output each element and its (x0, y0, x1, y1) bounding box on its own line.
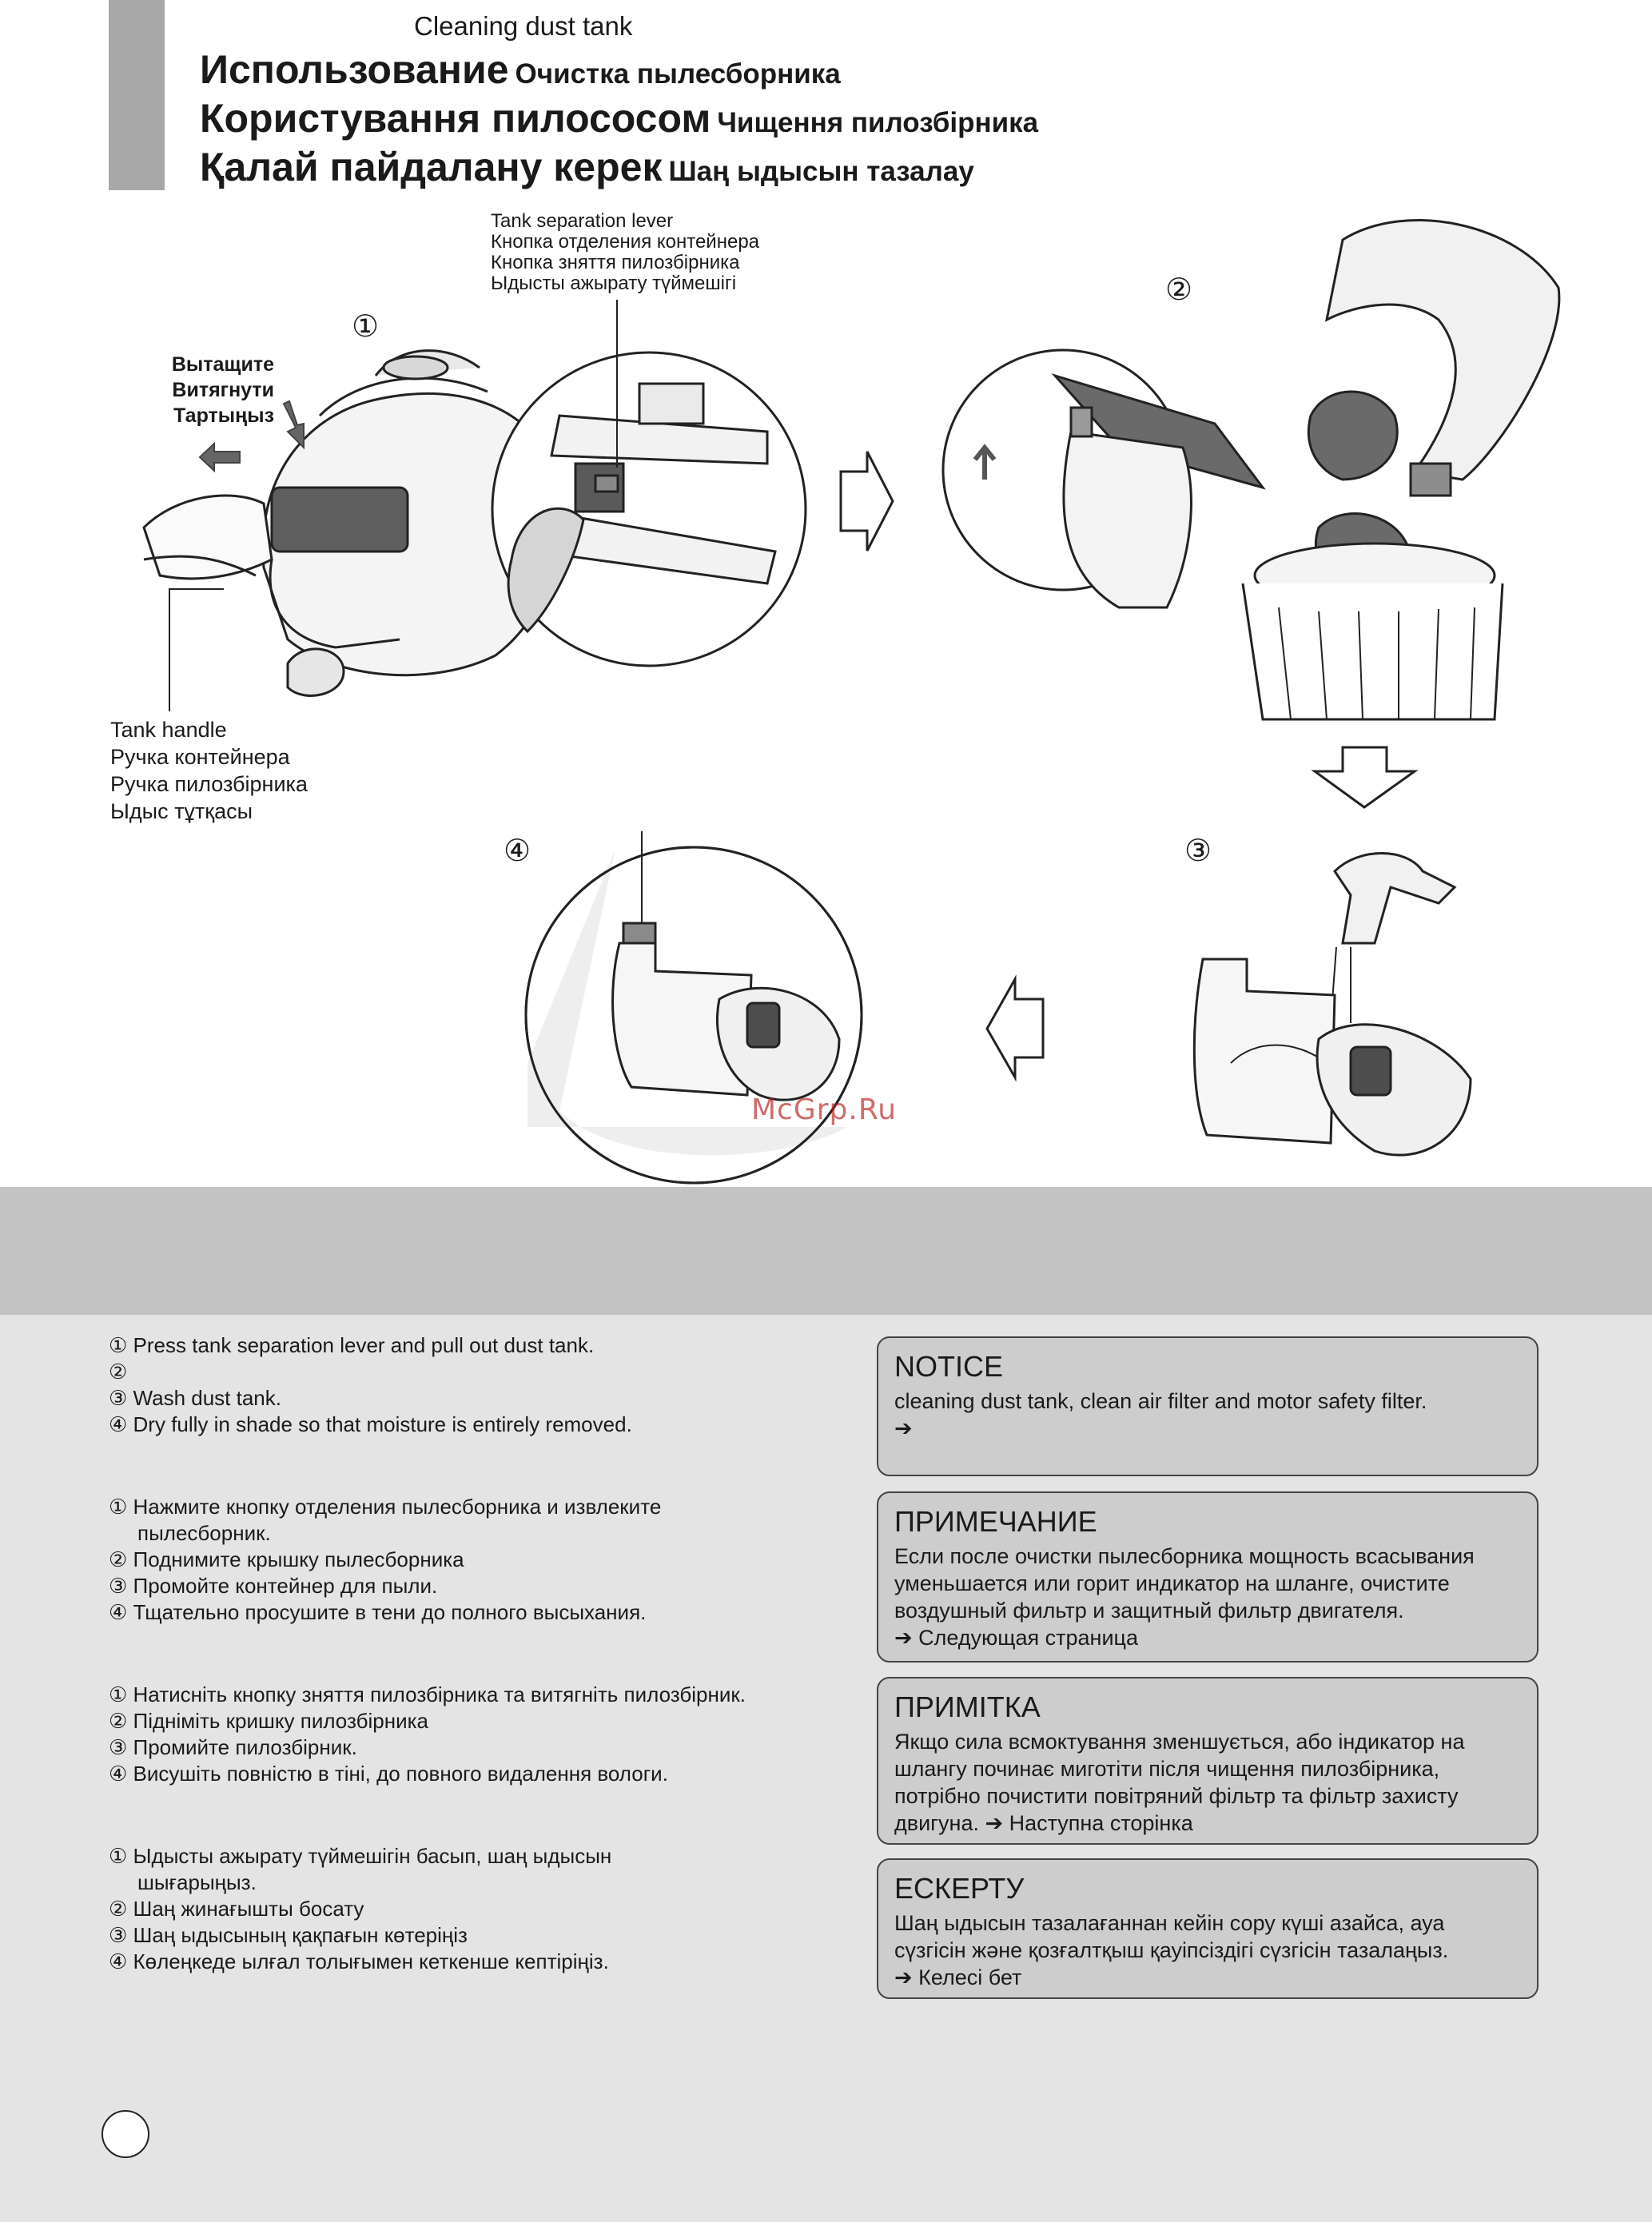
arrow-icon: ➔ (894, 1416, 913, 1440)
notice-box-ukrainian: ПРИМІТКА Якщо сила всмоктування зменшуєт… (877, 1677, 1539, 1845)
lever-callout: Tank separation lever Кнопка отделения к… (491, 210, 760, 294)
heading-english: Cleaning dust tank (414, 11, 633, 41)
notice-box-kazakh: ЕСКЕРТУ Шаң ыдысын тазалағаннан кейін со… (877, 1858, 1539, 1999)
notice-box-russian: ПРИМЕЧАНИЕ Если после очистки пылесборни… (877, 1491, 1539, 1663)
instructions-ukrainian: ① Натисніть кнопку зняття пилозбірника т… (109, 1682, 746, 1786)
step-number-4: ④ (504, 834, 531, 868)
section-band (0, 1187, 1652, 1315)
instructions-english: ① Press tank separation lever and pull o… (109, 1333, 632, 1436)
cleaning-illustration (142, 219, 1561, 1185)
tank-open-closeup-drawing (973, 373, 1266, 609)
step-number-2: ② (1165, 273, 1193, 307)
drying-tank-drawing (611, 831, 841, 1101)
washing-tank-drawing (1192, 852, 1472, 1157)
page-number-circle (102, 2110, 149, 2158)
vacuum-cleaner-drawing (142, 349, 561, 697)
lid-and-trash-can-drawing (1241, 219, 1561, 721)
notice-box-english: NOTICE cleaning dust tank, clean air fil… (877, 1336, 1539, 1476)
step-number-1: ① (352, 310, 380, 344)
pull-out-label: Вытащите Витягнути Тартыңыз (171, 353, 274, 427)
step-number-3: ③ (1184, 834, 1212, 868)
instructions-russian: ① Нажмите кнопку отделения пылесборника … (109, 1495, 662, 1624)
header-side-bar (109, 0, 165, 190)
watermark: McGrp.Ru (751, 1093, 898, 1126)
handle-callout: Tank handle Ручка контейнера Ручка пилоз… (110, 718, 308, 823)
lever-closeup-drawing (507, 382, 777, 634)
instructions-kazakh: ① Ыдысты ажырату түймешігін басып, шаң ы… (109, 1844, 612, 1973)
